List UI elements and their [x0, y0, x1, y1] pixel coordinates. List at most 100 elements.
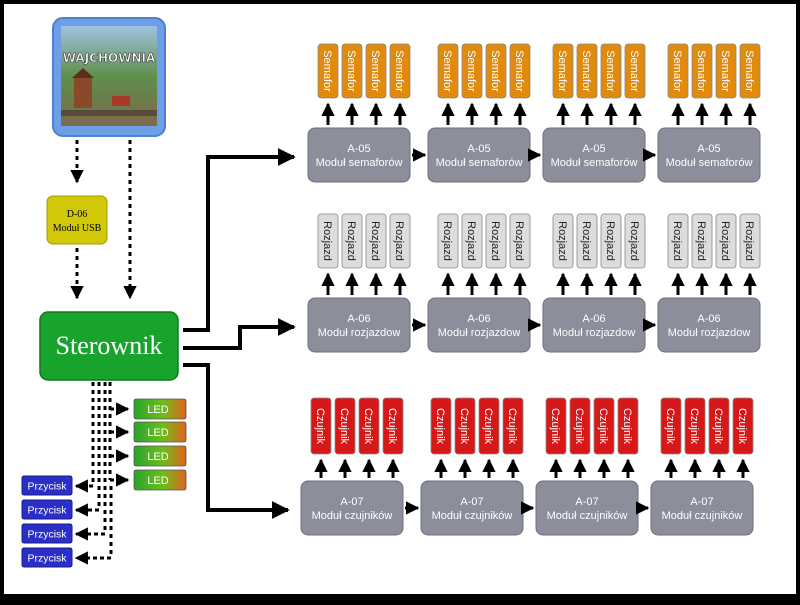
module-box — [420, 480, 524, 536]
module-name: Moduł rozjazdow — [553, 327, 636, 339]
leaf-label: Semafor — [321, 50, 333, 92]
module-box — [657, 297, 761, 353]
leaf-semafor: Semafor — [437, 43, 459, 125]
led-label: LED — [147, 427, 168, 439]
leaf-box — [715, 213, 737, 269]
leaf-label: Rozjazd — [695, 221, 707, 261]
leaf-label: Czujnik — [712, 408, 724, 445]
button-label: Przycisk — [27, 505, 67, 517]
led-2: LED — [110, 421, 187, 443]
leaf-box — [600, 213, 622, 269]
leaf-rozjazd: Rozjazd — [365, 213, 387, 295]
top-dotted-links — [70, 140, 137, 300]
module-code: A-05 — [347, 143, 370, 155]
leaf-czujnik: Czujnik — [708, 397, 730, 478]
leaf-box — [667, 43, 689, 99]
button-box — [21, 523, 73, 544]
leaf-box — [341, 43, 363, 99]
leaf-label: Semafor — [345, 50, 357, 92]
przycisk-3: Przycisk — [21, 523, 105, 544]
link-controller-row-czujnik — [183, 363, 290, 519]
leaf-rozjazd: Rozjazd — [739, 213, 761, 295]
leaf-rozjazd: Rozjazd — [552, 213, 574, 295]
leaf-label: Semafor — [393, 50, 405, 92]
module-name: Moduł rozjazdow — [438, 327, 521, 339]
leaf-box — [545, 397, 567, 455]
leaf-box — [739, 213, 761, 269]
leaf-rozjazd: Rozjazd — [691, 213, 713, 295]
controller-label: Sterownik — [56, 331, 163, 360]
leaf-label: Czujnik — [664, 408, 676, 445]
leaf-czujnik: Czujnik — [660, 397, 682, 478]
leaf-semafor: Semafor — [667, 43, 689, 125]
leaf-label: Czujnik — [506, 408, 518, 445]
leaf-box — [389, 43, 411, 99]
module-code: A-05 — [582, 143, 605, 155]
leaf-label: Rozjazd — [743, 221, 755, 261]
leaf-czujnik: Czujnik — [358, 397, 380, 478]
led-4: LED — [110, 469, 187, 491]
leaf-box — [732, 397, 754, 455]
module-box — [427, 297, 531, 353]
leaf-label: Rozjazd — [556, 221, 568, 261]
module-code: A-07 — [575, 496, 598, 508]
usb-module-code: D-06 — [67, 209, 88, 220]
leaf-label: Semafor — [556, 50, 568, 92]
led-3: LED — [110, 445, 187, 467]
leaf-semafor: Semafor — [552, 43, 574, 125]
leaf-label: Rozjazd — [321, 221, 333, 261]
logo-text: WAJCHOWNIA — [63, 51, 156, 65]
leaf-box — [365, 43, 387, 99]
leaf-rozjazd: Rozjazd — [509, 213, 531, 295]
link-controller-row-rozjazd — [183, 318, 296, 350]
leaf-label: Semafor — [604, 50, 616, 92]
leaf-semafor: Semafor — [509, 43, 531, 125]
controller-links — [183, 148, 296, 519]
leaf-label: Rozjazd — [441, 221, 453, 261]
leaf-czujnik: Czujnik — [430, 397, 452, 478]
module-box — [542, 297, 646, 353]
led-box — [133, 421, 187, 443]
leaf-box — [691, 43, 713, 99]
module-name: Moduł semaforów — [551, 157, 638, 169]
module-box — [307, 127, 411, 183]
button-box — [21, 475, 73, 496]
leaf-label: Czujnik — [597, 408, 609, 445]
leaf-semafor: Semafor — [576, 43, 598, 125]
leaf-czujnik: Czujnik — [502, 397, 524, 478]
leaf-label: Rozjazd — [671, 221, 683, 261]
przycisk-2: Przycisk — [21, 499, 99, 520]
module-code: A-06 — [582, 313, 605, 325]
leaf-label: Semafor — [369, 50, 381, 92]
module-box — [427, 127, 531, 183]
leaf-box — [552, 213, 574, 269]
module-code: A-06 — [697, 313, 720, 325]
leaf-label: Rozjazd — [465, 221, 477, 261]
leaf-czujnik: Czujnik — [478, 397, 500, 478]
leaf-box — [739, 43, 761, 99]
leaf-semafor: Semafor — [317, 43, 339, 125]
led-box — [133, 469, 187, 491]
leaf-czujnik: Czujnik — [382, 397, 404, 478]
leaf-label: Rozjazd — [719, 221, 731, 261]
leaf-box — [684, 397, 706, 455]
logo-roof — [72, 68, 94, 78]
leaf-rozjazd: Rozjazd — [624, 213, 646, 295]
leaf-label: Czujnik — [314, 408, 326, 445]
leaf-czujnik: Czujnik — [454, 397, 476, 478]
usb-module-name: Moduł USB — [53, 223, 102, 234]
leaf-label: Semafor — [489, 50, 501, 92]
led-box — [133, 445, 187, 467]
leaf-box — [715, 43, 737, 99]
leaf-czujnik: Czujnik — [617, 397, 639, 478]
leaf-czujnik: Czujnik — [334, 397, 356, 478]
module-code: A-06 — [467, 313, 490, 325]
usb-module-box — [46, 195, 108, 245]
leaf-semafor: Semafor — [461, 43, 483, 125]
leaf-box — [365, 213, 387, 269]
module-code: A-07 — [460, 496, 483, 508]
module-box — [300, 480, 404, 536]
